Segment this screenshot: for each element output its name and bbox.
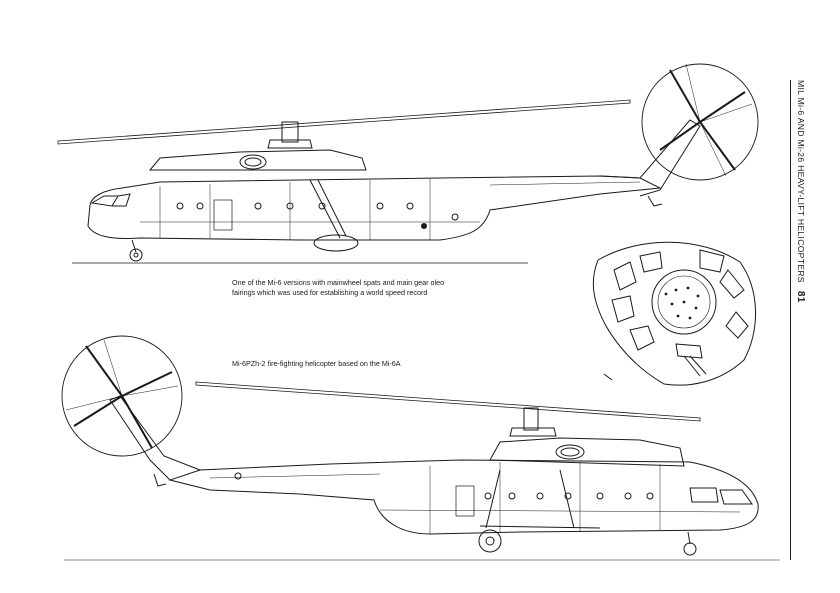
cockpit-detail-drawing — [592, 241, 757, 386]
page-number: 81 — [795, 290, 807, 303]
top-illustration-caption: One of the Mi-6 versions with mainwheel … — [232, 278, 445, 297]
bottom-helicopter-side-view — [61, 335, 780, 561]
running-head: MIL Mi-6 AND Mi-26 HEAVY-LIFT HELICOPTER… — [790, 80, 819, 560]
bottom-illustration-caption: Mi-6PZh-2 fire-fighting helicopter based… — [232, 359, 401, 368]
top-helicopter-side-view — [57, 63, 759, 264]
running-head-title: MIL Mi-6 AND Mi-26 HEAVY-LIFT HELICOPTER… — [796, 80, 806, 283]
